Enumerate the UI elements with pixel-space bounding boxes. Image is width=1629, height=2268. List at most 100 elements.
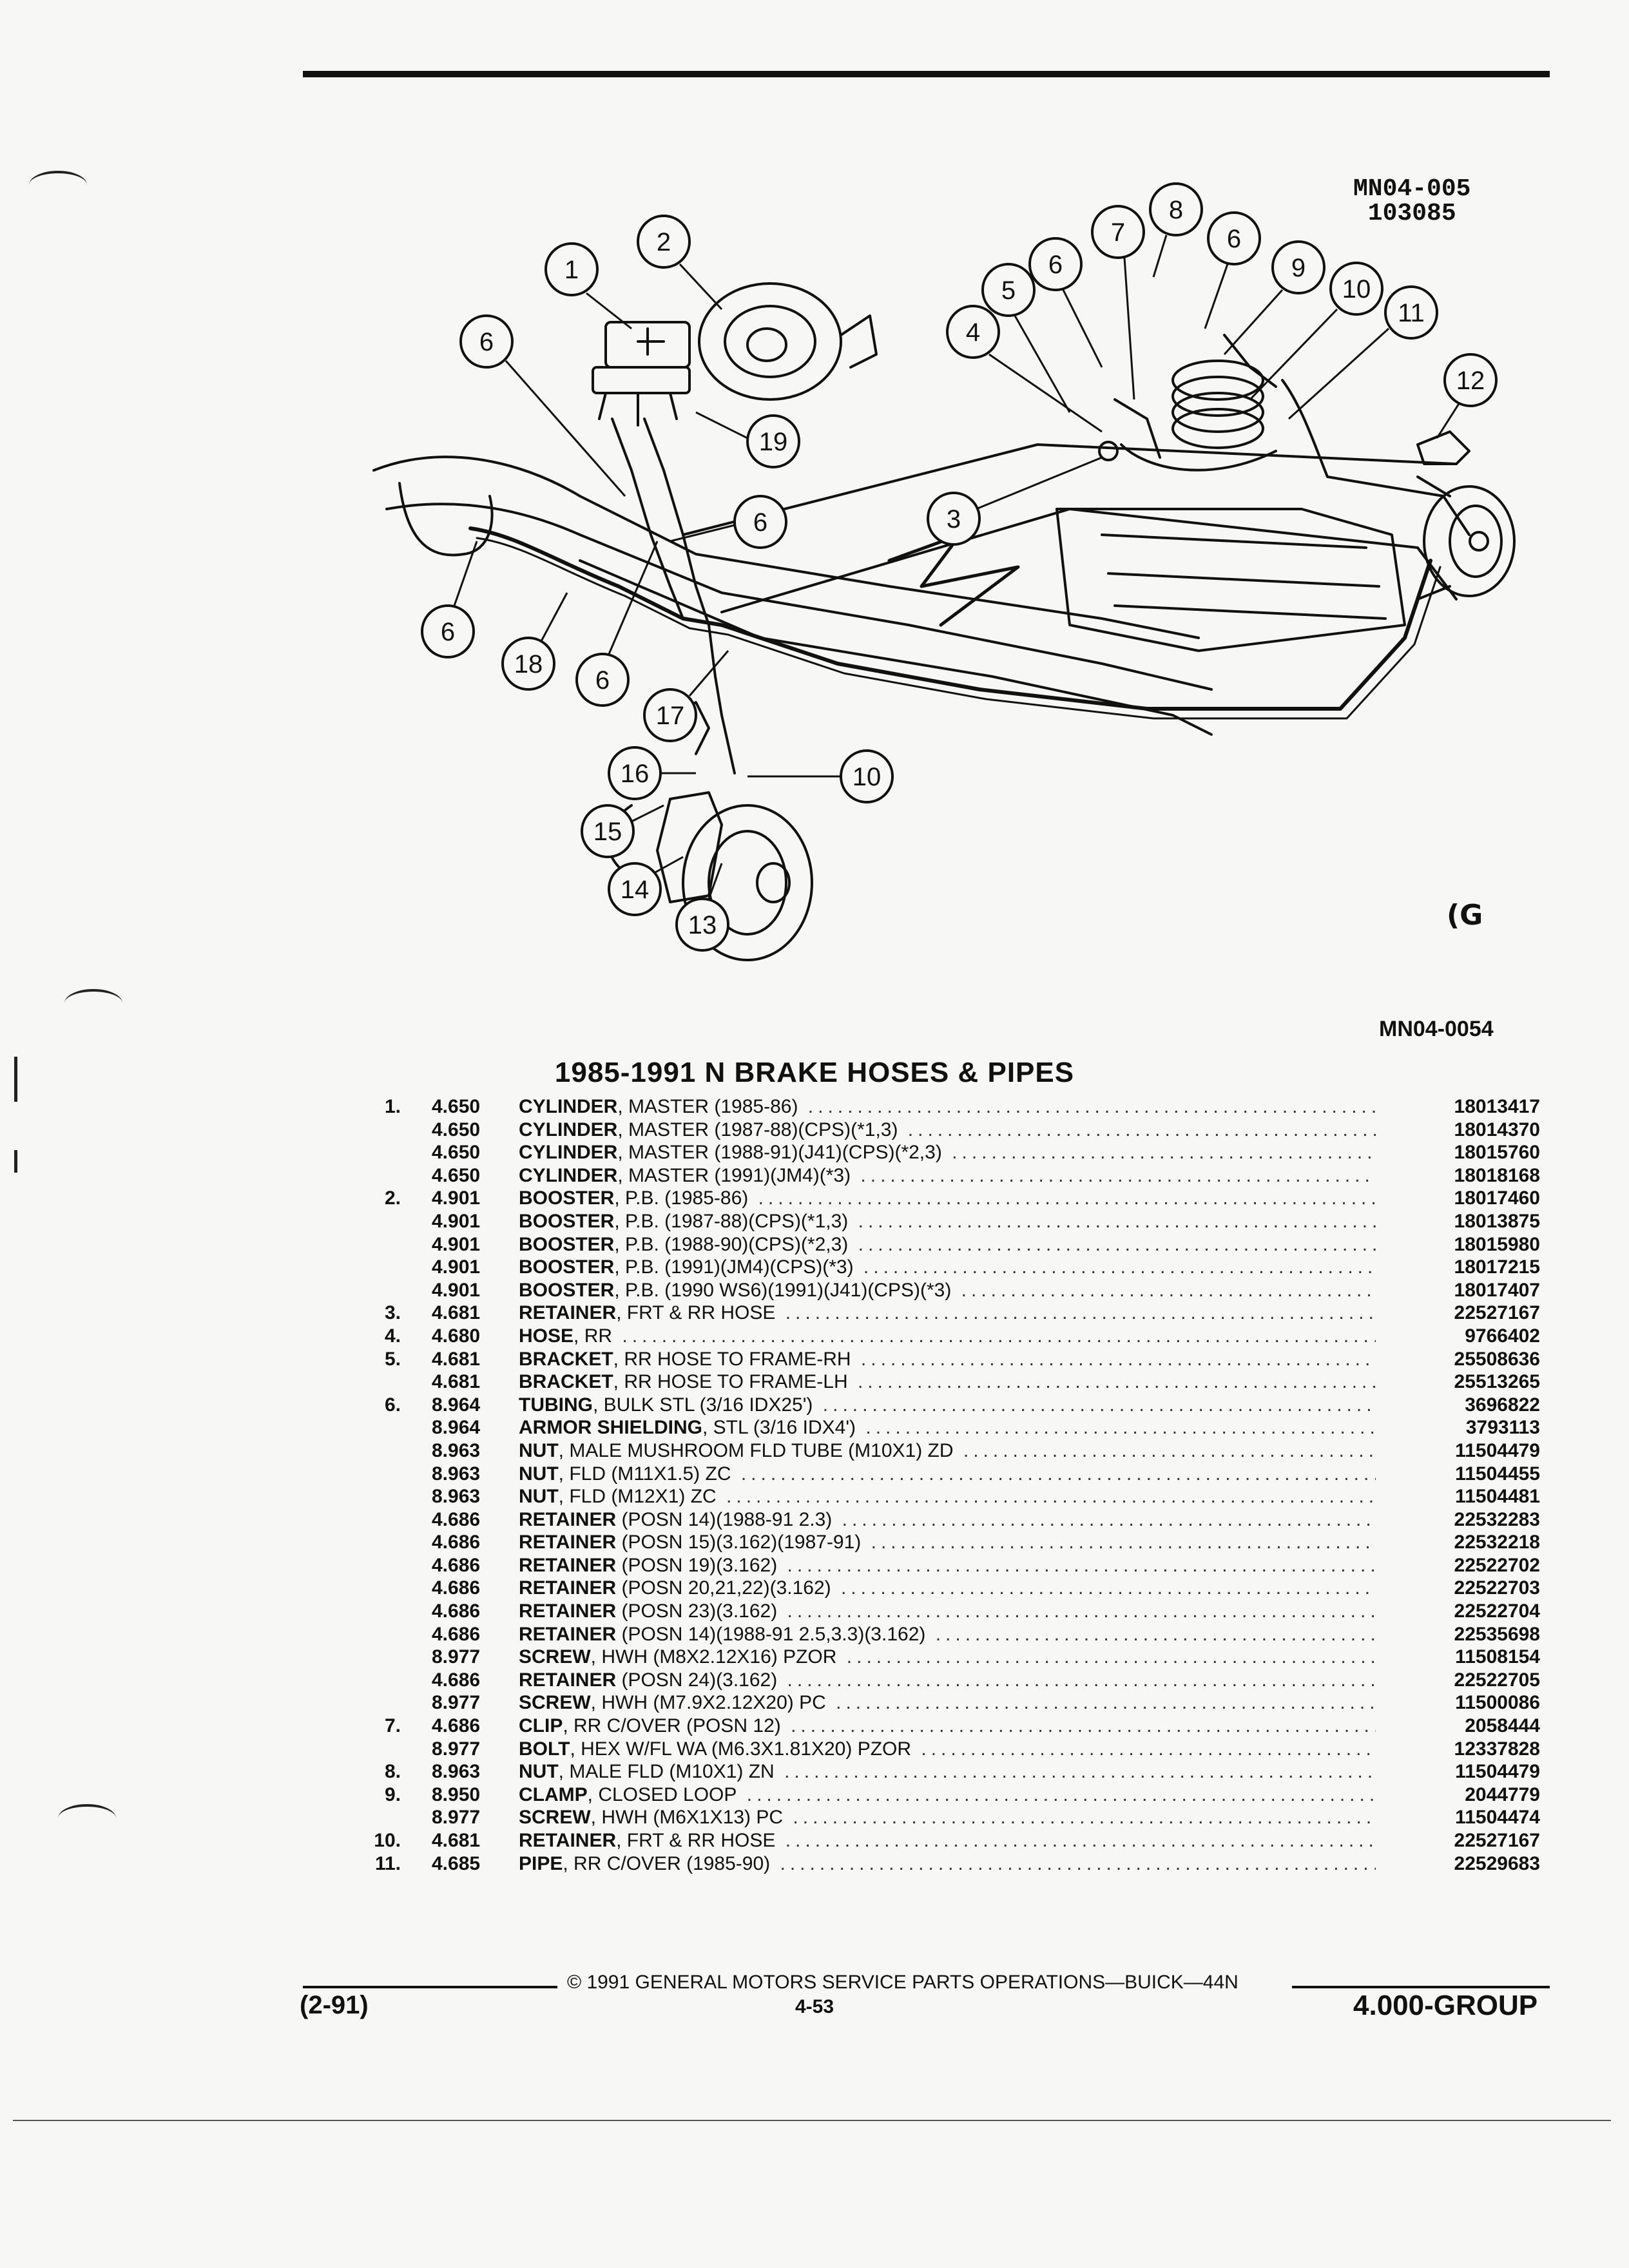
callout-18: 18 [501, 592, 568, 691]
floor-pan [579, 559, 1213, 736]
parts-row: 4.686 RETAINER (POSN 20,21,22)(3.162) ...… [361, 1577, 1540, 1600]
group-code: 8.977 [432, 1807, 481, 1829]
part-name: RETAINER [519, 1669, 617, 1691]
part-number: 22522702 [1454, 1554, 1540, 1576]
group-code: 4.686 [432, 1554, 481, 1576]
group-code: 4.650 [432, 1164, 481, 1186]
callout-13: 13 [675, 863, 729, 952]
part-number: 11504481 [1455, 1486, 1540, 1508]
part-description: RETAINER, FRT & RR HOSE ................… [519, 1829, 1376, 1852]
part-spec: (POSN 19)(3.162) [616, 1554, 778, 1576]
callout-17: 17 [643, 650, 729, 742]
parts-row: 4.686 RETAINER (POSN 19)(3.162) .........… [361, 1554, 1540, 1577]
rear-drum [1423, 485, 1516, 597]
part-description: RETAINER, FRT & RR HOSE ................… [519, 1302, 1376, 1325]
callout-label: 2 [657, 228, 671, 256]
leader-dots: ........................................… [935, 1623, 1376, 1645]
group-code: 4.681 [432, 1830, 481, 1851]
leader-dots: ........................................… [836, 1692, 1376, 1714]
part-name: NUT [519, 1439, 559, 1461]
group-code: 4.681 [432, 1348, 481, 1370]
callout-10: 10 [747, 749, 894, 803]
group-code: 4.650 [432, 1142, 481, 1164]
part-spec: , RR HOSE TO FRAME-RH [613, 1348, 851, 1370]
group-number: 4.000-GROUP [1353, 1990, 1538, 2021]
callout-label: 1 [564, 256, 579, 284]
group-code: 4.650 [432, 1096, 481, 1117]
group-code: 4.686 [432, 1508, 481, 1530]
leader-dots: ........................................… [787, 1554, 1376, 1576]
leader-dots: ........................................… [622, 1325, 1376, 1347]
part-description: RETAINER (POSN 24)(3.162) ..............… [519, 1669, 1376, 1692]
part-spec: (POSN 14)(1988-91 2.5,3.3)(3.162) [616, 1623, 926, 1645]
group-code: 4.650 [432, 1119, 481, 1140]
booster [698, 282, 842, 401]
callout-19: 19 [695, 411, 800, 468]
group-code: 4.686 [432, 1577, 481, 1599]
part-spec: , HWH (M7.9X2.12X20) PC [590, 1692, 826, 1714]
scan-edge [13, 2120, 1611, 2121]
group-code: 4.686 [432, 1600, 481, 1622]
rc-clip [1416, 430, 1470, 465]
brake-line [468, 526, 1432, 711]
group-code: 8.977 [432, 1692, 481, 1714]
callout-6: 6 [575, 541, 659, 707]
coil-spring [1171, 360, 1264, 401]
part-spec: , MASTER (1987-88)(CPS)(*1,3) [617, 1119, 898, 1140]
scan-mark [29, 171, 87, 199]
part-description: CYLINDER, MASTER (1991)(JM4)(*3) .......… [519, 1164, 1376, 1187]
group-code: 4.680 [432, 1325, 481, 1347]
part-name: CLAMP [519, 1783, 588, 1805]
leader-dots: ........................................… [740, 1463, 1376, 1485]
part-spec: , MALE FLD (M10X1) ZN [558, 1761, 775, 1783]
leader-dots: ........................................… [793, 1807, 1376, 1829]
caliper [656, 791, 723, 903]
callout-12: 12 [1436, 353, 1498, 439]
parts-row: 4.650 CYLINDER, MASTER (1991)(JM4)(*3) ..… [361, 1164, 1540, 1187]
group-code: 8.963 [432, 1761, 481, 1783]
part-spec: , P.B. (1987-88)(CPS)(*1,3) [614, 1210, 849, 1232]
part-number: 18014370 [1454, 1119, 1540, 1140]
parts-row: 8.977 SCREW, HWH (M6X1X13) PC ...........… [361, 1806, 1540, 1829]
copyright: © 1991 GENERAL MOTORS SERVICE PARTS OPER… [567, 1972, 1239, 1993]
brake-line [1281, 379, 1470, 536]
callout-label: 13 [688, 911, 717, 939]
floor-pan [682, 443, 1458, 536]
callout-16: 16 [608, 746, 696, 800]
group-code: 4.685 [432, 1852, 481, 1874]
callout-10: 10 [1249, 262, 1383, 401]
part-description: RETAINER (POSN 19)(3.162) ..............… [519, 1554, 1376, 1577]
part-description: RETAINER (POSN 20,21,22)(3.162) ........… [519, 1577, 1376, 1600]
callout-label: 11 [1398, 299, 1425, 327]
callout-label: 10 [853, 763, 882, 791]
part-name: RETAINER [519, 1577, 617, 1599]
part-number: 22522705 [1454, 1669, 1540, 1691]
leader-dots: ........................................… [907, 1119, 1376, 1140]
part-name: RETAINER [519, 1532, 617, 1553]
part-spec: , MASTER (1991)(JM4)(*3) [617, 1164, 851, 1186]
part-number: 11504479 [1455, 1761, 1540, 1783]
part-spec: , P.B. (1990 WS6)(1991)(J41)(CPS)(*3) [614, 1279, 952, 1301]
item-number: 9. [384, 1783, 401, 1805]
part-description: SCREW, HWH (M6X1X13) PC ................… [519, 1806, 1376, 1829]
part-spec: (POSN 14)(1988-91 2.3) [616, 1508, 833, 1530]
callout-label: 18 [514, 650, 543, 678]
part-name: RETAINER [519, 1600, 617, 1622]
footer-rule [303, 1986, 557, 1988]
leader-dots: ........................................… [840, 1577, 1376, 1599]
page-title: 1985-1991 N BRAKE HOSES & PIPES [554, 1057, 1075, 1088]
leader-dots: ........................................… [791, 1715, 1376, 1737]
part-description: BRACKET, RR HOSE TO FRAME-RH ...........… [519, 1348, 1376, 1371]
frame-rail [372, 456, 1200, 639]
part-description: RETAINER (POSN 14)(1988-91 2.3) ........… [519, 1508, 1376, 1532]
